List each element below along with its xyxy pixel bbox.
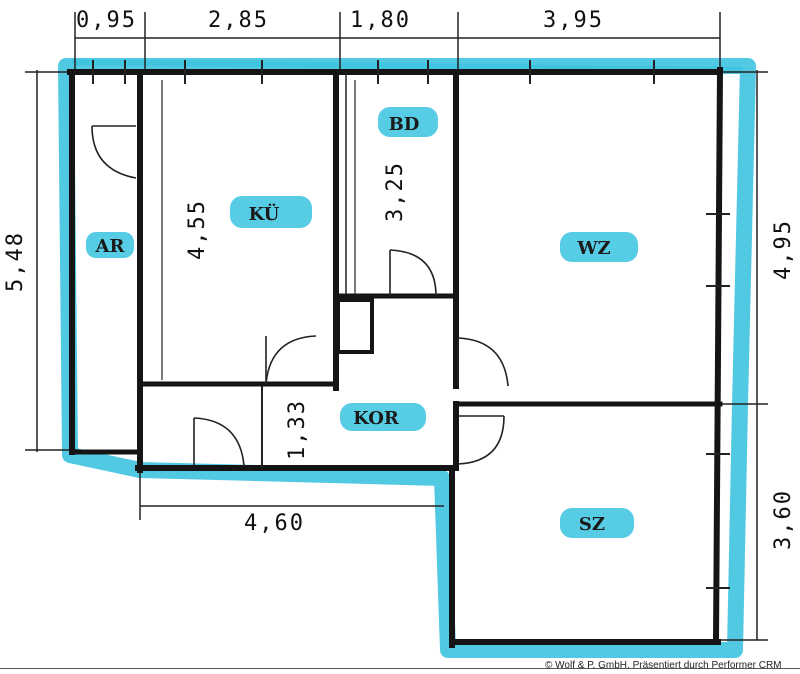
dim-kor-height: 1,33: [285, 399, 310, 460]
room-label-ku: KÜ: [249, 202, 280, 225]
door-sz: [457, 415, 505, 465]
room-label-sz: SZ: [579, 514, 605, 535]
room-label-ar: AR: [95, 236, 126, 257]
dim-right-sz: 3,60: [771, 489, 796, 550]
dimension-labels: 0,95 2,85 1,80 3,95 5,48 4,95 3,60 4,60 …: [3, 8, 796, 550]
dim-top-wz: 3,95: [543, 8, 604, 33]
wz-label-highlight: [560, 232, 638, 262]
dim-top-ar: 0,95: [76, 8, 137, 33]
copyright-note: © Wolf & P. GmbH. Präsentiert durch Perf…: [545, 660, 782, 671]
room-label-bd: BD: [389, 114, 420, 135]
bottom-rule: [0, 668, 800, 669]
door-ar: [91, 125, 137, 179]
dimension-lines: [25, 12, 768, 641]
ar-label-highlight: [86, 232, 134, 258]
dim-top-ku: 2,85: [208, 8, 269, 33]
door-bd: [389, 249, 437, 297]
doors: [91, 125, 509, 467]
door-ku: [265, 335, 317, 385]
dim-right-wz: 4,95: [771, 219, 796, 280]
sz-label-highlight: [560, 508, 634, 538]
room-label-kor: KOR: [353, 408, 400, 429]
kor-label-highlight: [340, 403, 426, 431]
dim-top-bd: 1,80: [350, 8, 411, 33]
room-labels: AR KÜ BD WZ KOR SZ: [95, 114, 611, 535]
dim-ku-height: 4,55: [185, 199, 210, 260]
ku-label-highlight: [230, 196, 312, 228]
highlight-outline: [58, 58, 756, 658]
dim-bottom-width: 4,60: [244, 511, 305, 536]
door-wz: [457, 337, 509, 387]
dim-left-height: 5,48: [3, 231, 28, 292]
walls: [67, 60, 730, 648]
dim-bd-height: 3,25: [383, 161, 408, 222]
room-label-wz: WZ: [576, 238, 610, 259]
door-entry: [193, 417, 245, 467]
bd-label-highlight: [378, 107, 438, 137]
